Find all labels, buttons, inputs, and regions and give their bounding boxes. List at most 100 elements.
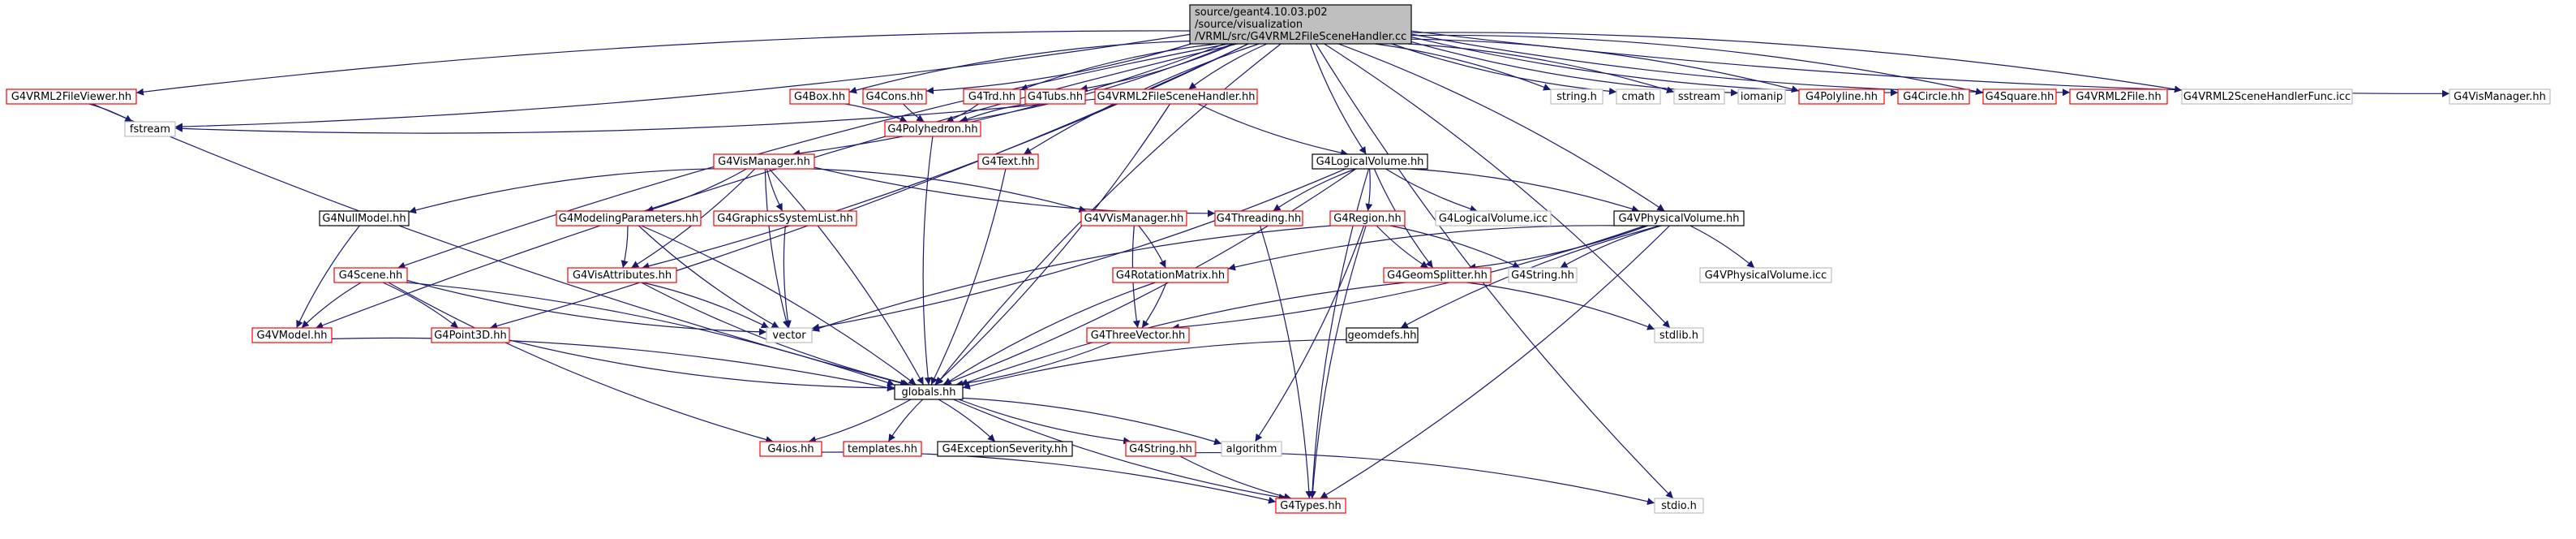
- node-algorithm: algorithm: [1221, 441, 1282, 457]
- node-g4visattributes-hh[interactable]: G4VisAttributes.hh: [567, 267, 677, 283]
- node-label: G4ExceptionSeverity.hh: [942, 443, 1068, 455]
- node-g4scene-hh[interactable]: G4Scene.hh: [333, 267, 408, 283]
- node-g4rotationmatrix-hh[interactable]: G4RotationMatrix.hh: [1112, 267, 1229, 283]
- node-label: G4Cons.hh: [866, 91, 924, 103]
- edge-line: [301, 282, 362, 329]
- node-stdio-h: stdio.h: [1654, 498, 1704, 514]
- node-label: G4Threading.hh: [1217, 213, 1302, 225]
- node-g4nullmodel-hh[interactable]: G4NullModel.hh: [319, 210, 410, 226]
- node-label: G4Circle.hh: [1903, 91, 1964, 103]
- node-g4polyhedron-hh[interactable]: G4Polyhedron.hh: [884, 121, 981, 137]
- node-g4threading-hh[interactable]: G4Threading.hh: [1214, 210, 1303, 226]
- node-box: [124, 121, 176, 137]
- edge-line: [808, 399, 912, 443]
- edge-line: [1466, 282, 1655, 330]
- node-box: [1798, 88, 1885, 105]
- edge-g4vrml2filescenehandler-hh-to-globals-hh: [934, 103, 1171, 386]
- edge-g4string-hh-2-to-g4types-hh: [1179, 455, 1292, 501]
- node-g4geomsplitter-hh[interactable]: G4GeomSplitter.hh: [1383, 267, 1492, 283]
- node-templates-hh[interactable]: templates.hh: [843, 441, 922, 457]
- edge-g4threevector-hh-to-globals-hh: [955, 342, 1112, 388]
- node-globals-hh[interactable]: globals.hh: [894, 384, 964, 400]
- edge-root-to-g4vmodel-hh: [315, 43, 1238, 329]
- edge-g4nullmodel-hh-to-g4vmodel-hh: [296, 225, 360, 329]
- node-label: G4ThreeVector.hh: [1091, 330, 1185, 342]
- node-g4vrml2file-hh[interactable]: G4VRML2File.hh: [2069, 88, 2168, 105]
- edge-g4vrml2filescenehandler-hh-to-g4logicalvolume-hh: [1197, 103, 1349, 157]
- edge-line: [1389, 225, 1521, 269]
- node-g4vrml2fileviewer-hh[interactable]: G4VRML2FileViewer.hh: [6, 88, 137, 105]
- node-label: G4VisManager.hh: [718, 156, 810, 168]
- node-g4polyline-hh[interactable]: G4Polyline.hh: [1798, 88, 1885, 105]
- node-g4threevector-hh[interactable]: G4ThreeVector.hh: [1086, 327, 1190, 343]
- node-label: G4VModel.hh: [257, 330, 328, 342]
- node-g4vismanager-hh: G4VisManager.hh: [2449, 88, 2551, 105]
- node-g4vmodel-hh[interactable]: G4VModel.hh: [251, 327, 333, 343]
- node-box: [1275, 498, 1346, 514]
- node-g4circle-hh[interactable]: G4Circle.hh: [1897, 88, 1970, 105]
- node-g4region-hh[interactable]: G4Region.hh: [1329, 210, 1406, 226]
- edge-g4vismanager-hh-2-to-g4nullmodel-hh: [408, 168, 715, 214]
- edge-g4box-hh-to-g4polyhedron-hh: [844, 103, 908, 123]
- node-label: iomanip: [1741, 91, 1783, 103]
- node-g4exceptionseverity-hh[interactable]: G4ExceptionSeverity.hh: [937, 441, 1073, 457]
- node-label: fstream: [130, 123, 170, 136]
- node-box: [789, 88, 850, 105]
- node-label: G4Text.hh: [981, 156, 1034, 168]
- edge-line: [1171, 225, 1646, 331]
- node-g4square-hh[interactable]: G4Square.hh: [1982, 88, 2057, 105]
- node-label: G4String.hh: [1511, 270, 1574, 282]
- edge-line: [1407, 43, 1675, 94]
- node-g4vvismanager-hh[interactable]: G4VVisManager.hh: [1080, 210, 1187, 226]
- node-g4cons-hh[interactable]: G4Cons.hh: [862, 88, 927, 105]
- node-label: /source/visualization: [1195, 19, 1303, 31]
- edge-g4logicalvolume-hh-to-g4threading-hh: [1273, 168, 1356, 212]
- node-g4vphysicalvolume-icc: G4VPhysicalVolume.icc: [1699, 267, 1832, 283]
- node-label: G4Box.hh: [794, 91, 845, 103]
- edge-root-to-string-h: [1375, 43, 1552, 91]
- node-box: [1435, 210, 1552, 226]
- node-g4text-hh[interactable]: G4Text.hh: [977, 153, 1039, 170]
- node-g4box-hh[interactable]: G4Box.hh: [789, 88, 850, 105]
- edge-g4vphysicalvolume-hh-to-g4threevector-hh: [1171, 225, 1646, 331]
- node-label: G4VisManager.hh: [2454, 91, 2546, 103]
- node-g4vphysicalvolume-hh[interactable]: G4VPhysicalVolume.hh: [1613, 210, 1745, 226]
- edge-line: [315, 43, 1238, 329]
- node-g4ios-hh[interactable]: G4ios.hh: [759, 441, 822, 457]
- node-label: G4RotationMatrix.hh: [1116, 270, 1225, 282]
- node-cmath: cmath: [1616, 88, 1661, 105]
- node-g4types-hh[interactable]: G4Types.hh: [1275, 498, 1346, 514]
- node-g4modelingparameters-hh[interactable]: G4ModelingParameters.hh: [556, 210, 702, 226]
- edge-line: [1410, 38, 1800, 93]
- edge-line: [962, 397, 1222, 446]
- node-g4point3d-hh[interactable]: G4Point3D.hh: [431, 327, 510, 343]
- edge-line: [1365, 168, 1373, 212]
- edge-g4threading-hh-to-g4types-hh: [1260, 225, 1313, 499]
- node-box: [1897, 88, 1970, 105]
- edge-line: [962, 338, 1347, 390]
- node-sstream: sstream: [1673, 88, 1725, 105]
- node-g4vismanager-hh-2[interactable]: G4VisManager.hh: [713, 153, 815, 170]
- node-geomdefs-hh[interactable]: geomdefs.hh: [1346, 327, 1419, 343]
- node-label: G4Region.hh: [1333, 213, 1401, 225]
- node-g4graphicssystemlist-hh[interactable]: G4GraphicsSystemList.hh: [713, 210, 857, 226]
- node-g4trd-hh[interactable]: G4Trd.hh: [963, 88, 1021, 105]
- node-box: [713, 210, 857, 226]
- edge-line: [764, 168, 790, 329]
- node-label: stdlib.h: [1659, 330, 1698, 342]
- edge-g4visattributes-hh-to-vector: [642, 282, 770, 329]
- edge-root-to-g4vrml2fileviewer-hh: [135, 30, 1191, 96]
- node-g4tubs-hh[interactable]: G4Tubs.hh: [1024, 88, 1086, 105]
- edge-line: [1375, 43, 1552, 91]
- node-box: [713, 153, 815, 170]
- edge-line: [958, 43, 1233, 125]
- node-g4logicalvolume-hh[interactable]: G4LogicalVolume.hh: [1312, 153, 1428, 170]
- edge-line: [1310, 43, 1367, 155]
- edge-g4vmodel-hh-to-globals-hh: [331, 337, 895, 391]
- edge-g4vismanager-hh-2-to-g4modelingparameters-hh: [646, 168, 747, 213]
- node-g4vrml2filescenehandler-hh[interactable]: G4VRML2FileSceneHandler.hh: [1094, 88, 1258, 105]
- edge-root-to-g4vphysicalvolume-hh: [1338, 43, 1665, 212]
- node-g4string-hh-2[interactable]: G4String.hh: [1125, 441, 1196, 457]
- edge-g4region-hh-to-g4geomsplitter-hh: [1376, 225, 1429, 269]
